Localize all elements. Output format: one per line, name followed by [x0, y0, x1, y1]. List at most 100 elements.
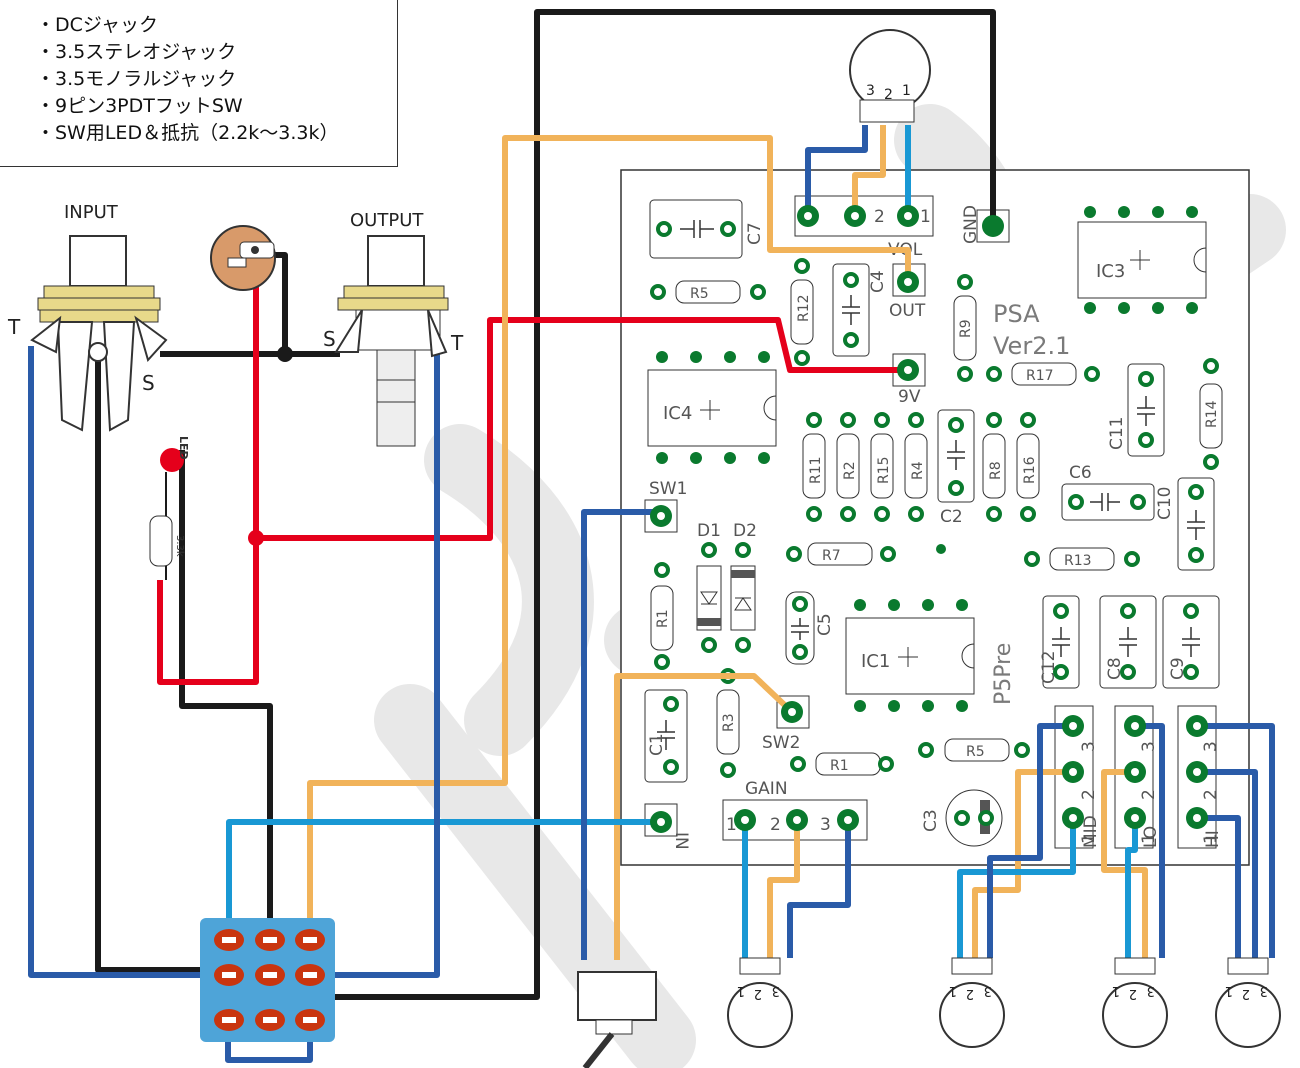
svg-text:3: 3: [1201, 741, 1221, 752]
svg-text:3: 3: [1260, 983, 1268, 998]
parts-note: ・DCジャック ・3.5ステレオジャック ・3.5モノラルジャック ・9ピン3P…: [0, 0, 398, 167]
svg-text:MID: MID: [1081, 815, 1101, 848]
svg-text:9V: 9V: [898, 387, 921, 407]
svg-text:C7: C7: [745, 222, 765, 245]
svg-text:3: 3: [820, 815, 831, 835]
svg-text:IC4: IC4: [663, 403, 692, 424]
svg-text:C3: C3: [921, 809, 941, 832]
svg-text:R1: R1: [830, 758, 849, 774]
svg-text:3: 3: [984, 983, 992, 998]
svg-text:R12: R12: [796, 294, 812, 322]
svg-text:R5: R5: [690, 286, 709, 302]
svg-text:C5: C5: [815, 613, 835, 636]
pcb-version: Ver2.1: [993, 332, 1070, 360]
input-jack: INPUT T S: [7, 202, 168, 432]
svg-text:C4: C4: [868, 270, 888, 293]
svg-text:1: 1: [949, 983, 957, 998]
svg-text:D2: D2: [733, 521, 757, 541]
component-labels: C7 C4 C2 C11 C6 C10 C5 C12 C8 C9 C1 C3 R…: [647, 222, 1220, 832]
bottom-pots: [727, 957, 1281, 1048]
svg-text:3: 3: [772, 983, 780, 998]
svg-text:2: 2: [1079, 789, 1099, 800]
cap-pads: [656, 221, 1204, 775]
svg-text:R3: R3: [721, 713, 737, 732]
svg-text:3.3k: 3.3k: [174, 535, 185, 557]
svg-text:C9: C9: [1168, 657, 1188, 680]
dc-jack: [210, 225, 276, 291]
footswitch-3pdt: [200, 918, 335, 1042]
note-line: ・3.5ステレオジャック: [36, 41, 237, 63]
resistors: [650, 279, 1223, 776]
svg-text:R16: R16: [1022, 456, 1038, 484]
svg-text:R1: R1: [655, 609, 671, 628]
ic-pins: [656, 206, 1198, 712]
svg-text:IC1: IC1: [861, 651, 890, 672]
svg-text:1: 1: [1112, 983, 1120, 998]
svg-text:S: S: [142, 371, 155, 395]
svg-text:C2: C2: [940, 507, 963, 527]
svg-text:LO: LO: [1141, 826, 1161, 848]
toggle-switch: [577, 971, 657, 1068]
input-label: INPUT: [64, 202, 119, 223]
svg-text:1: 1: [737, 983, 745, 998]
svg-text:R2: R2: [842, 461, 858, 480]
svg-text:1: 1: [1139, 833, 1159, 844]
svg-text:1: 1: [920, 207, 931, 227]
svg-text:R13: R13: [1064, 553, 1092, 569]
wire-pad-holes: [657, 212, 1201, 826]
svg-text:2: 2: [1201, 789, 1221, 800]
volume-pot: 3 2 1: [849, 29, 931, 123]
svg-text:2: 2: [966, 986, 974, 1001]
svg-text:HI: HI: [1203, 830, 1223, 848]
svg-text:R5: R5: [966, 744, 985, 760]
c3-electrolytic: [945, 789, 1003, 847]
svg-text:2: 2: [874, 207, 885, 227]
output-jack: OUTPUT S T: [323, 210, 464, 447]
svg-text:GND: GND: [961, 205, 981, 244]
note-line: ・SW用LED＆抵抗（2.2k〜3.3k）: [36, 122, 339, 144]
svg-text:2: 2: [1129, 986, 1137, 1001]
svg-text:R17: R17: [1026, 368, 1054, 384]
svg-text:R4: R4: [910, 461, 926, 480]
note-line: ・9ピン3PDTフットSW: [36, 95, 243, 117]
note-line: ・3.5モノラルジャック: [36, 68, 237, 90]
svg-text:1: 1: [726, 815, 737, 835]
pcb-title: PSA: [993, 300, 1040, 328]
svg-text:R14: R14: [1204, 400, 1220, 428]
svg-text:1: 1: [1225, 983, 1233, 998]
via: [936, 544, 946, 554]
capacitors: [644, 199, 1220, 783]
svg-text:IN: IN: [671, 832, 691, 850]
junction-dot: [277, 346, 293, 362]
ic4: IC4: [647, 369, 777, 447]
note-line: ・DCジャック: [36, 14, 158, 36]
svg-text:C11: C11: [1107, 416, 1127, 450]
output-label: OUTPUT: [350, 210, 424, 231]
svg-text:R8: R8: [988, 461, 1004, 480]
svg-text:S: S: [323, 327, 336, 351]
svg-text:T: T: [7, 315, 21, 339]
svg-text:1: 1: [902, 83, 911, 99]
bottom-pot-numbers: 1 2 3 1 2 3 1 2 3 1 2 3: [737, 983, 1268, 1001]
pad-labels: VOL OUT 9V GND SW1 SW2 IN GAIN MID LO HI…: [649, 205, 1223, 850]
svg-text:C1: C1: [647, 733, 667, 756]
svg-text:C10: C10: [1155, 486, 1175, 520]
svg-text:3: 3: [1139, 741, 1159, 752]
svg-text:LED: LED: [177, 436, 190, 460]
svg-text:1: 1: [1201, 833, 1221, 844]
svg-text:C6: C6: [1069, 463, 1092, 483]
svg-text:IC3: IC3: [1096, 261, 1125, 282]
svg-text:T: T: [450, 331, 464, 355]
svg-text:3: 3: [866, 83, 875, 99]
svg-text:1: 1: [1079, 833, 1099, 844]
cap-symbols: [657, 220, 1205, 750]
svg-text:3: 3: [1147, 983, 1155, 998]
svg-text:SW1: SW1: [649, 479, 687, 499]
ic3: IC3: [1077, 221, 1207, 299]
svg-text:2: 2: [1242, 986, 1250, 1001]
svg-text:D1: D1: [697, 521, 721, 541]
svg-text:C8: C8: [1105, 657, 1125, 680]
svg-text:SW2: SW2: [762, 733, 800, 753]
svg-text:R7: R7: [822, 548, 841, 564]
